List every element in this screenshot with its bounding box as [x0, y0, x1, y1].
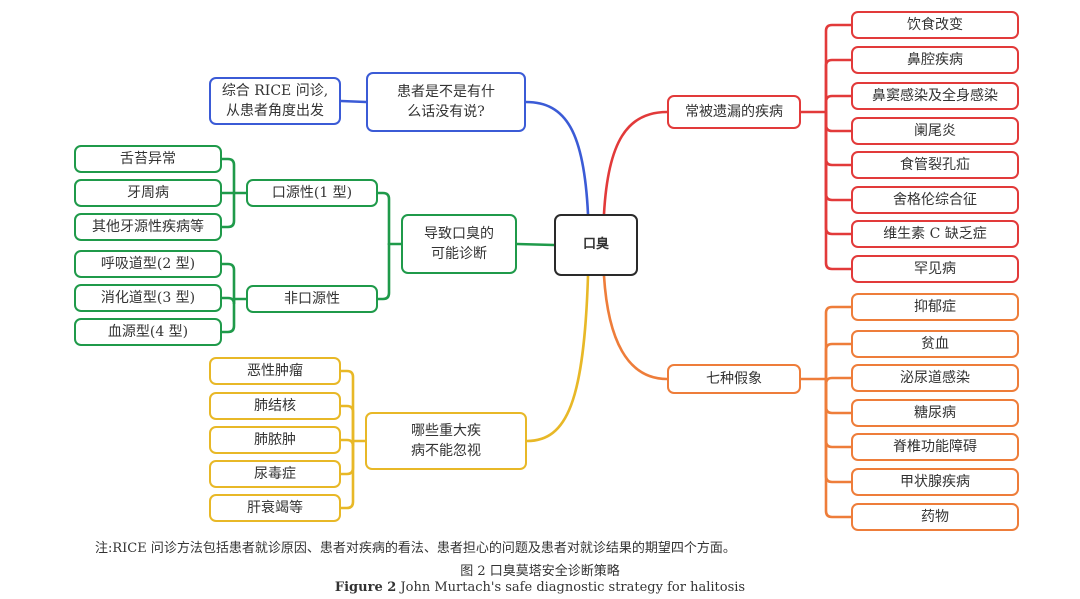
red-branch-node: 常被遗漏的疾病 — [667, 95, 801, 129]
figure-caption-chinese: 图 2 口臭莫塔安全诊断策略 — [460, 564, 620, 579]
yellow-branch-node: 哪些重大疾 病不能忽视 — [365, 412, 527, 470]
red-bracket-link — [824, 110, 853, 271]
orange-bracket-link — [824, 377, 853, 519]
serious-disease-node: 肺结核 — [209, 392, 341, 420]
green-type1-connector — [376, 191, 391, 246]
orange-bracket-link — [824, 342, 853, 381]
orange-main-connector — [602, 274, 669, 381]
yellow-bracket-link — [339, 439, 355, 476]
oral-item-node: 其他牙源性疾病等 — [74, 213, 222, 241]
orange-bracket-link — [824, 377, 853, 415]
green-nonoral-bracket-link — [220, 297, 236, 334]
red-bracket-link — [824, 23, 853, 114]
non-oral-item-node: 消化道型(3 型) — [74, 284, 222, 312]
green-nonoral-connector — [376, 242, 391, 301]
overlooked-disease-node: 鼻窦感染及全身感染 — [851, 82, 1019, 110]
yellow-bracket-link — [339, 404, 355, 443]
overlooked-disease-node: 食管裂孔疝 — [851, 151, 1019, 179]
mimic-condition-node: 药物 — [851, 503, 1019, 531]
oral-item-node: 舌苔异常 — [74, 145, 222, 173]
green-branch-node: 导致口臭的 可能诊断 — [401, 214, 517, 274]
overlooked-disease-node: 舍格伦综合征 — [851, 186, 1019, 214]
yellow-bracket-link — [339, 369, 355, 443]
mimic-condition-node: 泌尿道感染 — [851, 364, 1019, 392]
figure-caption-english: Figure 2 John Murtach's safe diagnostic … — [0, 580, 1080, 595]
orange-bracket-link — [824, 305, 853, 381]
orange-bracket-link — [824, 376, 853, 385]
figure-title: John Murtach's safe diagnostic strategy … — [400, 580, 746, 595]
serious-disease-node: 尿毒症 — [209, 460, 341, 488]
overlooked-disease-node: 饮食改变 — [851, 11, 1019, 39]
blue-main-connector — [524, 100, 590, 216]
orange-branch-node: 七种假象 — [667, 364, 801, 394]
overlooked-disease-node: 鼻腔疾病 — [851, 46, 1019, 74]
figure-label: Figure 2 — [334, 580, 397, 595]
red-bracket-link — [824, 110, 853, 202]
green-type1-bracket-link — [220, 191, 236, 229]
mimic-condition-node: 贫血 — [851, 330, 1019, 358]
serious-disease-node: 肝衰竭等 — [209, 494, 341, 522]
green-main-connector — [515, 242, 556, 247]
yellow-bracket-link — [339, 439, 355, 510]
green-nonoral-bracket-link — [220, 262, 236, 301]
overlooked-disease-node: 罕见病 — [851, 255, 1019, 283]
yellow-main-connector — [525, 274, 590, 443]
green-nonoral-bracket-link — [220, 296, 236, 305]
red-bracket-link — [824, 110, 853, 167]
non-oral-item-node: 呼吸道型(2 型) — [74, 250, 222, 278]
center-node: 口臭 — [554, 214, 638, 276]
red-bracket-link — [824, 58, 853, 114]
green-type1-bracket-link — [220, 157, 236, 195]
red-bracket-link — [824, 110, 853, 133]
yellow-bracket-link — [339, 438, 355, 447]
serious-disease-node: 肺脓肿 — [209, 426, 341, 454]
figure-note: 注:RICE 问诊方法包括患者就诊原因、患者对疾病的看法、患者担心的问题及患者对… — [95, 541, 736, 556]
serious-disease-node: 恶性肿瘤 — [209, 357, 341, 385]
non-oral-node: 非口源性 — [246, 285, 378, 313]
mimic-condition-node: 糖尿病 — [851, 399, 1019, 427]
overlooked-disease-node: 阑尾炎 — [851, 117, 1019, 145]
overlooked-disease-node: 维生素 C 缺乏症 — [851, 220, 1019, 248]
non-oral-item-node: 血源型(4 型) — [74, 318, 222, 346]
red-bracket-link — [824, 94, 853, 114]
mimic-condition-node: 脊椎功能障碍 — [851, 433, 1019, 461]
mindmap-connectors — [220, 23, 853, 519]
oral-type1-node: 口源性(1 型) — [246, 179, 378, 207]
mimic-condition-node: 甲状腺疾病 — [851, 468, 1019, 496]
red-main-connector — [602, 110, 669, 216]
blue-leaf-connector — [339, 99, 368, 104]
rice-consultation-node: 综合 RICE 问诊, 从患者角度出发 — [209, 77, 341, 125]
blue-branch-node: 患者是不是有什 么话没有说? — [366, 72, 526, 132]
orange-bracket-link — [824, 377, 853, 484]
mimic-condition-node: 抑郁症 — [851, 293, 1019, 321]
oral-item-node: 牙周病 — [74, 179, 222, 207]
